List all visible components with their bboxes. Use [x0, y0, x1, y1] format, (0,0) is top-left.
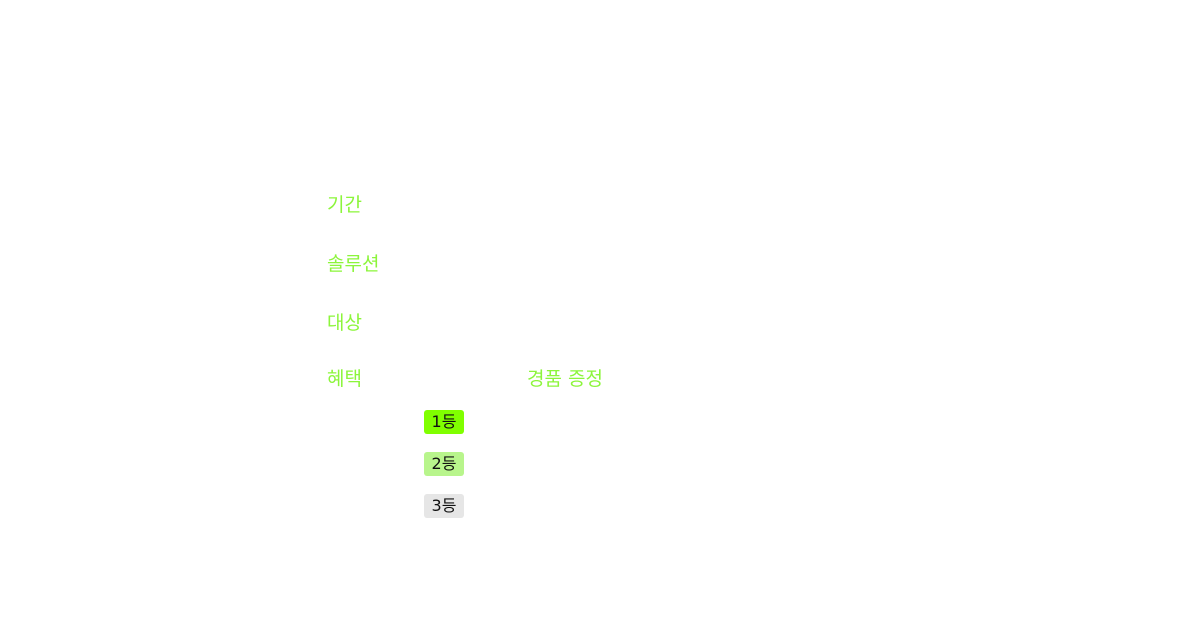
benefit-description: 경품 증정 — [527, 368, 603, 390]
target-label: 대상 — [327, 312, 362, 334]
solution-label: 솔루션 — [327, 253, 380, 275]
rank-badge-2: 2등 — [424, 452, 464, 476]
rank-badge-3: 3등 — [424, 494, 464, 518]
benefit-label: 혜택 — [327, 368, 362, 390]
period-label: 기간 — [327, 194, 362, 216]
rank-badge-1: 1등 — [424, 410, 464, 434]
